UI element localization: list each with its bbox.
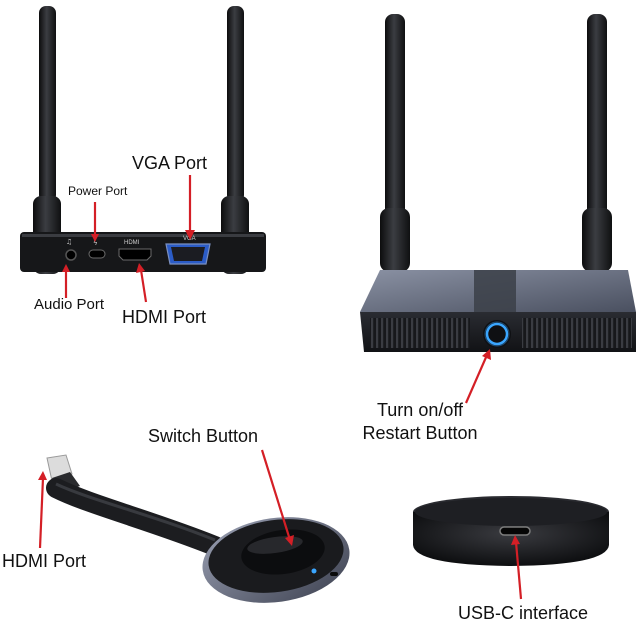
vent-left <box>370 318 470 348</box>
hdmi-socket <box>118 248 152 261</box>
dongle-cable <box>46 478 225 556</box>
arrow-usbc <box>514 541 523 600</box>
vga-port-label: VGA Port <box>132 153 208 173</box>
restart-button-label: Restart Button <box>362 423 478 443</box>
arrow-hdmi-bottom <box>38 477 45 549</box>
usbc-port-receiver <box>88 249 106 259</box>
arrow-power-button <box>464 354 489 404</box>
audio-jack <box>65 249 77 261</box>
arrow-hdmi-top <box>139 269 148 303</box>
hdmi-marking: HDMI <box>124 240 140 246</box>
antenna-left <box>39 6 56 202</box>
antenna-back-left <box>385 14 405 220</box>
vent-right <box>522 318 632 348</box>
usbc-puck <box>413 496 609 566</box>
audio-port-label: Audio Port <box>34 296 105 313</box>
transmitter-dongle <box>46 454 350 603</box>
svg-text:♫: ♫ <box>66 238 72 246</box>
callout-arrows <box>38 175 523 600</box>
switch-button-label: Switch Button <box>148 426 259 446</box>
power-port-label: Power Port <box>68 184 128 198</box>
receiver-front-view <box>360 14 636 352</box>
vga-marking: VGA <box>183 236 196 242</box>
usbc-interface-label: USB-C interface <box>458 603 589 623</box>
svg-text:ϟ: ϟ <box>93 239 98 247</box>
dongle-led <box>311 568 317 574</box>
arrow-switch <box>260 449 292 541</box>
turn-on-off-label: Turn on/off <box>376 400 464 420</box>
hdmi-port-top-label: HDMI Port <box>122 307 207 327</box>
usbc-port-puck <box>499 526 531 536</box>
antenna-right <box>227 6 244 202</box>
puck-body <box>413 512 609 566</box>
antenna-back-right <box>587 14 607 220</box>
receiver-back-view: ♫ ϟ HDMI VGA <box>20 6 266 274</box>
hdmi-port-bottom-label: HDMI Port <box>2 551 87 571</box>
